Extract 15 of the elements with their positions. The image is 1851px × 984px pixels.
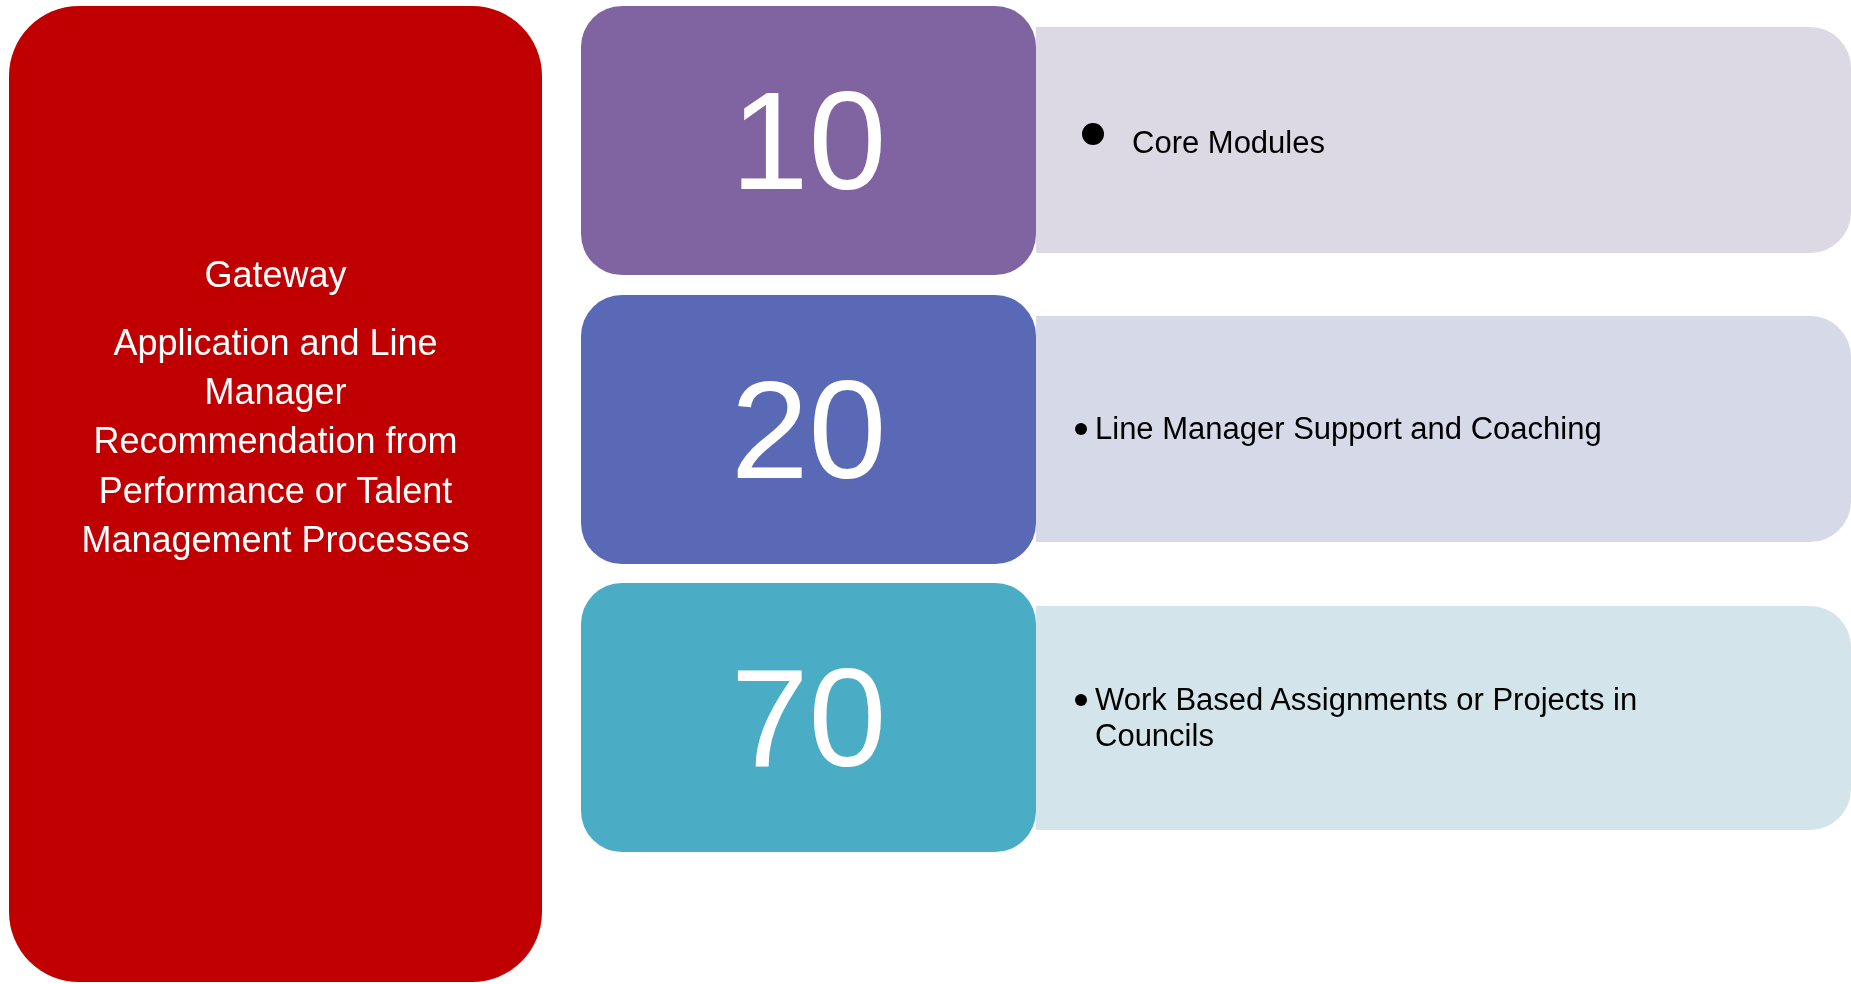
gateway-panel xyxy=(9,6,542,982)
description-bar xyxy=(1036,606,1851,830)
description-bar xyxy=(1036,316,1851,542)
percentage-tile xyxy=(581,6,1036,275)
panel-heading: Gateway xyxy=(204,253,347,296)
percentage-tile xyxy=(581,583,1036,852)
bullet-text: Line Manager Support and Coaching xyxy=(1095,411,1602,447)
percentage-number: 20 xyxy=(730,349,887,510)
percentage-number: 70 xyxy=(730,637,887,798)
percentage-tile xyxy=(581,295,1036,564)
description-bar xyxy=(1036,27,1851,253)
bullet-text: Core Modules xyxy=(1132,125,1325,161)
percentage-number: 10 xyxy=(730,60,887,221)
panel-text: Application and Line Manager Recommendation from Performance or Talent Management Processes xyxy=(80,320,471,562)
bullet-text: Work Based Assignments or Projects in Councils xyxy=(1095,682,1639,754)
